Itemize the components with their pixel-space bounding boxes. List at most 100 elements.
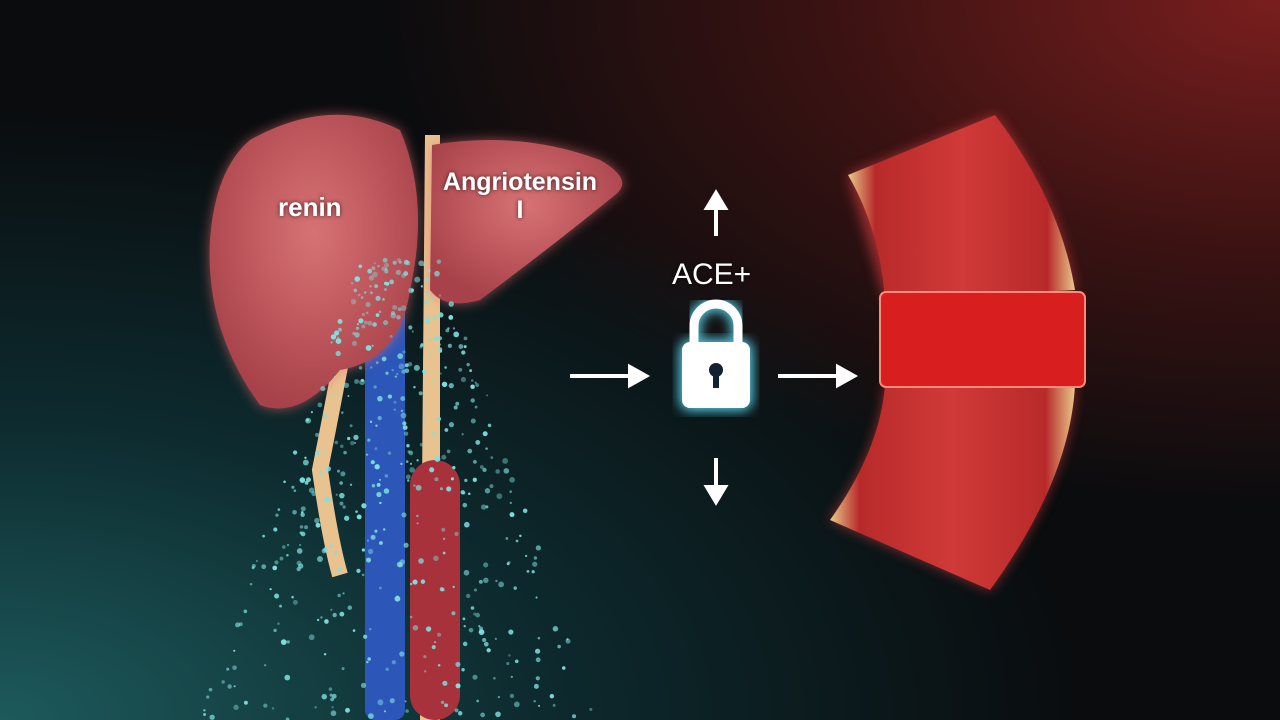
particle (379, 541, 383, 545)
particle (468, 492, 471, 496)
particle (284, 674, 291, 681)
particle (475, 612, 481, 618)
particle (434, 477, 439, 482)
particle (357, 293, 361, 297)
particle (391, 660, 396, 665)
particle (535, 545, 542, 551)
particle (366, 311, 369, 315)
particle (280, 639, 287, 645)
particle (392, 304, 398, 311)
particle (433, 641, 437, 644)
particle (475, 383, 480, 387)
particle (369, 285, 372, 288)
particle (203, 709, 206, 712)
particle (401, 273, 406, 278)
particle (401, 512, 407, 518)
particle (363, 320, 368, 325)
particle (232, 665, 237, 671)
ace-label: ACE+ (672, 258, 752, 291)
particle (364, 291, 367, 294)
particle (334, 550, 338, 555)
particle (377, 415, 382, 421)
particle (330, 341, 333, 344)
particle (452, 327, 456, 330)
particle (478, 579, 483, 584)
particle (263, 703, 268, 708)
particle (384, 288, 387, 291)
particle (424, 276, 430, 283)
particle (233, 704, 239, 710)
particle (429, 353, 432, 357)
particle (480, 504, 487, 510)
particle (336, 567, 342, 573)
particle (365, 453, 369, 456)
particle (365, 345, 372, 351)
particle (339, 492, 345, 499)
particle (291, 485, 295, 489)
particle (493, 676, 496, 680)
particle (396, 372, 399, 376)
particle (532, 561, 538, 567)
particle (243, 609, 248, 614)
particle (374, 447, 378, 450)
particle (394, 595, 401, 602)
particle (397, 307, 402, 312)
particle (448, 314, 454, 320)
particle (376, 482, 381, 487)
particle (405, 460, 409, 463)
particle (424, 315, 431, 322)
particle (416, 459, 419, 462)
particle (454, 708, 459, 713)
particle (423, 655, 427, 659)
particle (412, 579, 418, 585)
particle (522, 508, 528, 514)
particle (317, 555, 323, 562)
particle (534, 648, 541, 654)
particle (396, 315, 401, 320)
particle (475, 439, 481, 445)
particle (285, 717, 290, 720)
particle (226, 667, 230, 671)
particle (379, 478, 382, 481)
particle (399, 651, 405, 657)
particle (316, 618, 320, 622)
particle (478, 629, 485, 635)
particle (405, 709, 409, 713)
particle (333, 393, 336, 397)
particle (419, 442, 424, 447)
blue-vessel (365, 290, 405, 720)
particle (342, 592, 345, 595)
particle (391, 369, 394, 372)
particle (450, 477, 455, 481)
particle (495, 469, 500, 474)
particle (354, 276, 361, 282)
particle (299, 543, 302, 547)
particle (537, 636, 541, 640)
particle (434, 456, 441, 462)
particle (422, 369, 426, 374)
particle (403, 542, 409, 548)
particle (320, 616, 323, 619)
particle (494, 637, 497, 640)
particle (328, 687, 333, 691)
particle (355, 510, 358, 513)
particle (480, 712, 486, 718)
particle (454, 531, 459, 537)
particle (442, 680, 448, 686)
particle (354, 378, 360, 384)
particle (446, 486, 452, 492)
particle (347, 605, 353, 610)
particle (442, 551, 446, 555)
particle (425, 291, 431, 297)
particle (374, 284, 379, 289)
particle (221, 680, 225, 684)
particle (441, 454, 447, 460)
particle (308, 634, 315, 641)
particle (335, 350, 341, 357)
particle (292, 450, 298, 455)
particle (434, 270, 440, 277)
particles (203, 257, 593, 720)
particle (552, 626, 559, 632)
particle (333, 330, 340, 336)
particle (375, 295, 381, 301)
